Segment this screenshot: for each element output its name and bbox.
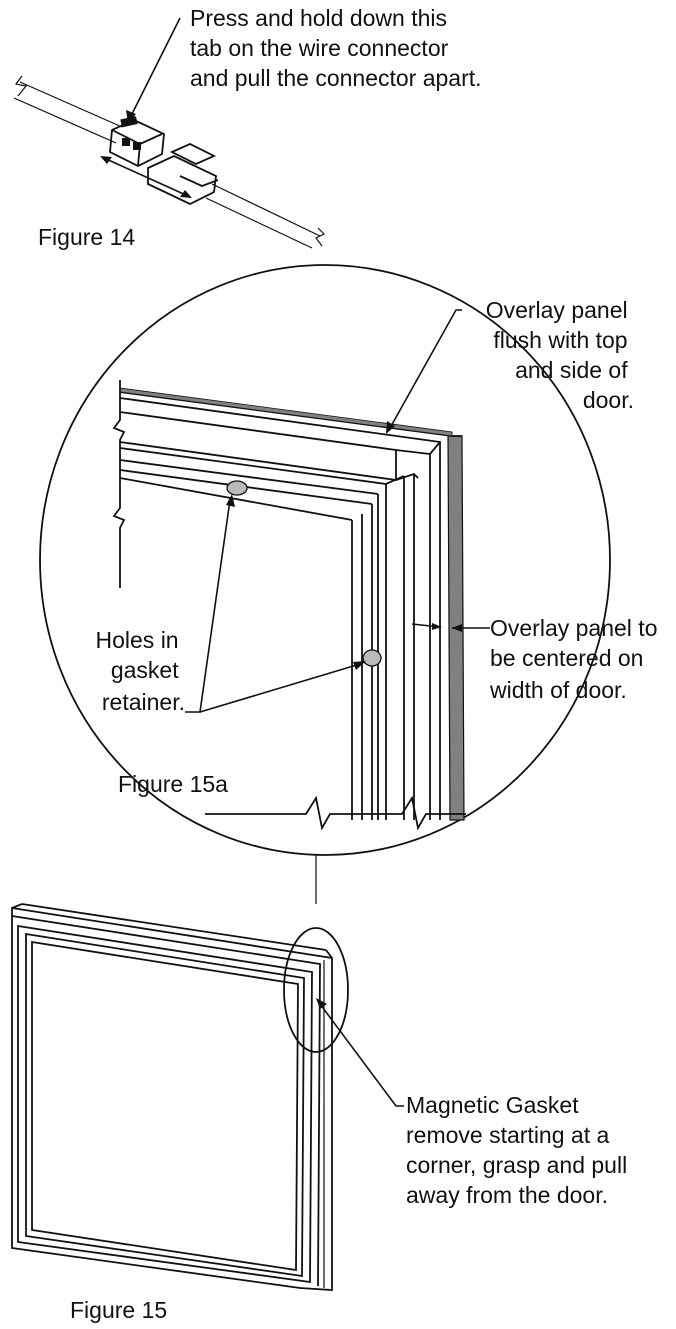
- figure-15a: Overlay panel flush with top and side of…: [39, 264, 664, 856]
- callout-overlay-flush: Overlay panel flush with top and side of…: [486, 297, 634, 413]
- callout-line: and side of: [515, 357, 628, 383]
- callout-line: retainer.: [102, 689, 185, 715]
- callout-line: tab on the wire connector: [190, 35, 449, 61]
- callout-line: Overlay panel: [486, 297, 628, 323]
- overlay-centered-leader: [411, 623, 490, 632]
- break-marks-left: [112, 380, 126, 588]
- callout-line: Press and hold down this: [190, 5, 447, 31]
- callout-leader-tab: [126, 17, 181, 124]
- callout-line: flush with top: [493, 327, 627, 353]
- figure-15-caption: Figure 15: [70, 1297, 167, 1323]
- figure-14: Press and hold down this tab on the wire…: [13, 5, 482, 250]
- figure-15: Magnetic Gasket remove starting at a cor…: [11, 903, 634, 1323]
- figure-14-caption: Figure 14: [38, 224, 135, 250]
- callout-line: Magnetic Gasket: [406, 1092, 579, 1118]
- figure-15a-caption: Figure 15a: [118, 771, 228, 797]
- bottom-cut-line: [205, 795, 466, 831]
- callout-line: width of door.: [489, 677, 627, 703]
- callout-press-tab: Press and hold down this tab on the wire…: [190, 5, 482, 91]
- gasket-leader: [316, 998, 404, 1107]
- door-outline: [11, 903, 333, 1291]
- callout-line: Holes in: [96, 627, 179, 653]
- callout-magnetic-gasket: Magnetic Gasket remove starting at a cor…: [406, 1092, 634, 1208]
- callout-line: remove starting at a: [406, 1122, 609, 1148]
- callout-line: and pull the connector apart.: [190, 65, 482, 91]
- wire-connector: [109, 116, 219, 206]
- callout-line: door.: [583, 387, 634, 413]
- callout-line: Overlay panel to: [490, 615, 657, 641]
- callout-line: away from the door.: [406, 1182, 608, 1208]
- wire-left: [13, 75, 123, 144]
- callout-line: gasket: [111, 657, 179, 683]
- callout-line: corner, grasp and pull: [406, 1152, 627, 1178]
- retainer-hole-side: [362, 649, 382, 667]
- callout-line: be centered on: [490, 645, 643, 671]
- callout-overlay-centered: Overlay panel to be centered on width of…: [489, 615, 664, 703]
- door-frame-top: [119, 397, 441, 820]
- retainer-hole-top: [226, 480, 248, 496]
- holes-leaders: [185, 494, 366, 713]
- callout-holes: Holes in gasket retainer.: [96, 627, 186, 715]
- overlay-flush-leader: [386, 309, 462, 434]
- magnifier-circle: [39, 264, 611, 856]
- zoom-circle: [283, 927, 349, 1053]
- pull-apart-arrow: [100, 156, 192, 198]
- wire-right: [205, 183, 326, 249]
